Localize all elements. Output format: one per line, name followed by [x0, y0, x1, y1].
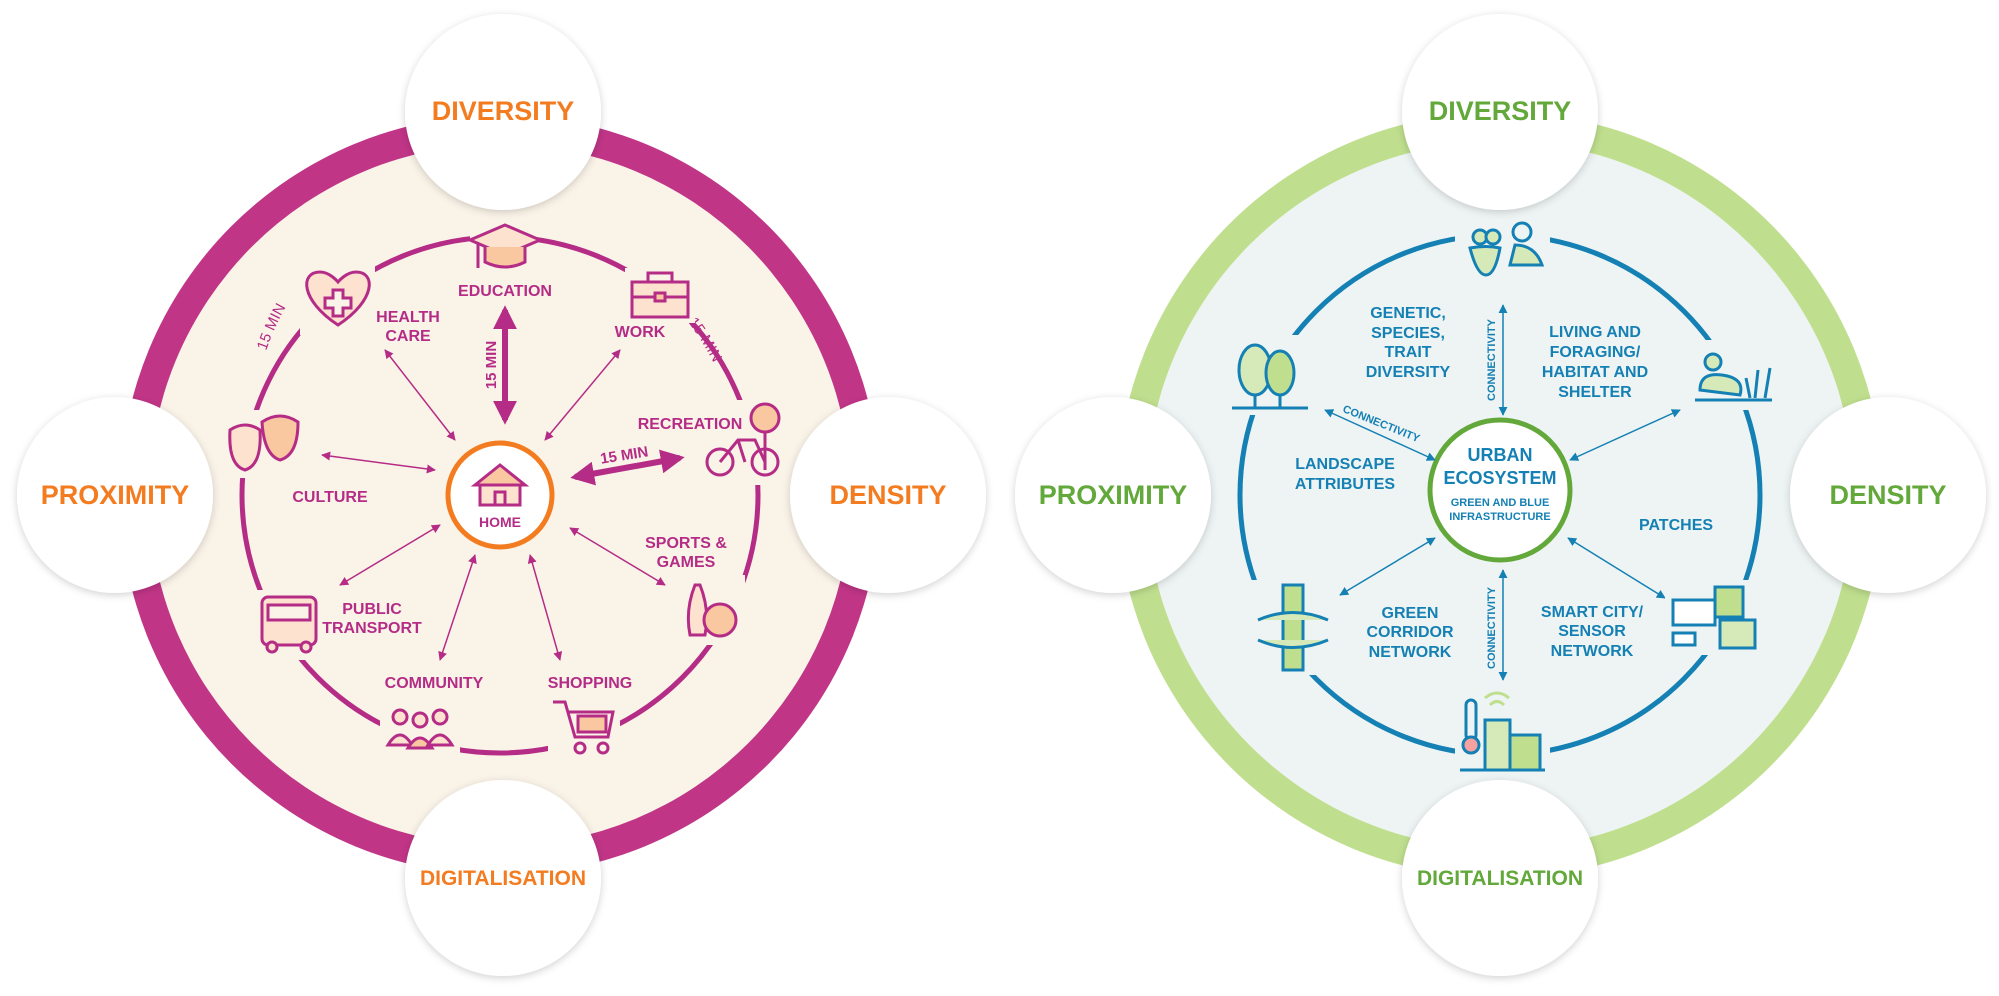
living-4: SHELTER: [1558, 384, 1632, 401]
bus-icon: [255, 590, 325, 660]
community-people-icon: [380, 700, 460, 755]
bicycle-tree-icon: [700, 400, 785, 485]
center-sub2: INFRASTRUCTURE: [1449, 511, 1550, 523]
smart-1: SMART CITY/: [1541, 604, 1644, 621]
right-pillar-diversity: DIVERSITY: [1429, 96, 1572, 126]
right-arrows: [1324, 304, 1681, 681]
right-pillar-right: DENSITY: [1790, 397, 1986, 593]
connectivity-label-bottom: CONNECTIVITY: [1486, 586, 1498, 669]
genetic-1: GENETIC,: [1370, 305, 1446, 322]
left-pillar-left: PROXIMITY: [17, 397, 213, 593]
center-sub1: GREEN AND BLUE: [1451, 497, 1550, 509]
right-pillar-digitalisation: DIGITALISATION: [1417, 867, 1583, 890]
birds-icon: [1455, 215, 1550, 280]
urban-ecosystem-center: [1427, 417, 1573, 563]
node-education: EDUCATION: [458, 283, 552, 300]
center-line2: ECOSYSTEM: [1443, 468, 1556, 488]
left-pillar-proximity: PROXIMITY: [41, 480, 190, 510]
left-minutes-vertical: 15 MIN: [483, 341, 500, 389]
genetic-3: TRAIT: [1384, 344, 1431, 361]
right-diagram: URBAN ECOSYSTEM GREEN AND BLUE INFRASTRU…: [1015, 14, 1986, 976]
graduation-cap-icon: [466, 223, 544, 270]
right-pillar-bottom: DIGITALISATION: [1402, 780, 1598, 976]
right-pillar-left: PROXIMITY: [1015, 397, 1211, 593]
smart-3: NETWORK: [1551, 643, 1634, 660]
smart-2: SENSOR: [1558, 623, 1626, 640]
landscape-1: LANDSCAPE: [1295, 456, 1395, 473]
patches-label: PATCHES: [1639, 517, 1713, 534]
genetic-2: SPECIES,: [1371, 325, 1445, 342]
arrow-home-culture: [321, 451, 436, 474]
genetic-4: DIVERSITY: [1366, 364, 1451, 381]
arrow-home-shopping: [527, 554, 563, 661]
center-line1: URBAN: [1468, 445, 1533, 465]
shopping-cart-icon: [548, 695, 620, 760]
arrow-home-community: [438, 554, 477, 661]
arrow-home-sports: [569, 527, 666, 586]
node-recreation: RECREATION: [638, 416, 743, 433]
node-health-2: CARE: [385, 328, 431, 345]
node-community: COMMUNITY: [385, 675, 484, 692]
left-pillar-top: DIVERSITY: [405, 14, 601, 210]
arrow-corridor: [1339, 537, 1436, 596]
toolbox-icon: [625, 268, 695, 323]
green-corridor-icon: [1250, 580, 1335, 675]
right-pillar-proximity: PROXIMITY: [1039, 480, 1188, 510]
corridor-2: CORRIDOR: [1366, 624, 1454, 641]
arrow-home-transport: [339, 524, 441, 586]
left-diagram: 15 MIN 15 MIN HOME 15 MIN 15 MIN: [17, 14, 986, 976]
right-pillar-top: DIVERSITY: [1402, 14, 1598, 210]
living-3: HABITAT AND: [1542, 364, 1648, 381]
node-health-1: HEALTH: [376, 309, 440, 326]
home-icon: [470, 463, 530, 507]
landscape-2: ATTRIBUTES: [1295, 476, 1395, 493]
node-work: WORK: [615, 324, 666, 341]
arrow-living: [1569, 409, 1681, 461]
sensor-thermometer-buildings-icon: [1455, 685, 1550, 775]
node-culture: CULTURE: [292, 489, 368, 506]
heart-cross-icon: [300, 265, 375, 335]
node-transport-2: TRANSPORT: [322, 620, 422, 637]
corridor-1: GREEN: [1382, 605, 1439, 622]
right-pillar-density: DENSITY: [1829, 480, 1946, 510]
trees-icon: [1225, 335, 1310, 415]
node-shopping: SHOPPING: [548, 675, 632, 692]
node-sports-1: SPORTS &: [645, 535, 727, 552]
left-pillar-right: DENSITY: [790, 397, 986, 593]
duck-icon: [1690, 340, 1775, 410]
home-label: HOME: [479, 514, 521, 530]
left-pillar-density: DENSITY: [829, 480, 946, 510]
left-thin-arrows: [321, 349, 666, 661]
connectivity-label-top: CONNECTIVITY: [1486, 318, 1498, 401]
left-pillar-diversity: DIVERSITY: [432, 96, 575, 126]
arrow-connectivity-left: [1324, 409, 1436, 461]
theatre-masks-icon: [222, 410, 302, 478]
arrow-home-recreation: [570, 449, 685, 486]
corridor-3: NETWORK: [1369, 644, 1452, 661]
left-pillar-digitalisation: DIGITALISATION: [420, 867, 586, 890]
node-sports-2: GAMES: [657, 554, 716, 571]
living-1: LIVING AND: [1549, 324, 1641, 341]
node-transport-1: PUBLIC: [342, 601, 402, 618]
living-2: FORAGING/: [1550, 344, 1641, 361]
arrow-home-health: [384, 349, 456, 441]
patches-blocks-icon: [1665, 580, 1760, 655]
arrow-home-work: [544, 349, 621, 441]
arrow-smart: [1567, 537, 1666, 599]
left-pillar-bottom: DIGITALISATION: [405, 780, 601, 976]
bowling-ball-icon: [675, 575, 745, 645]
